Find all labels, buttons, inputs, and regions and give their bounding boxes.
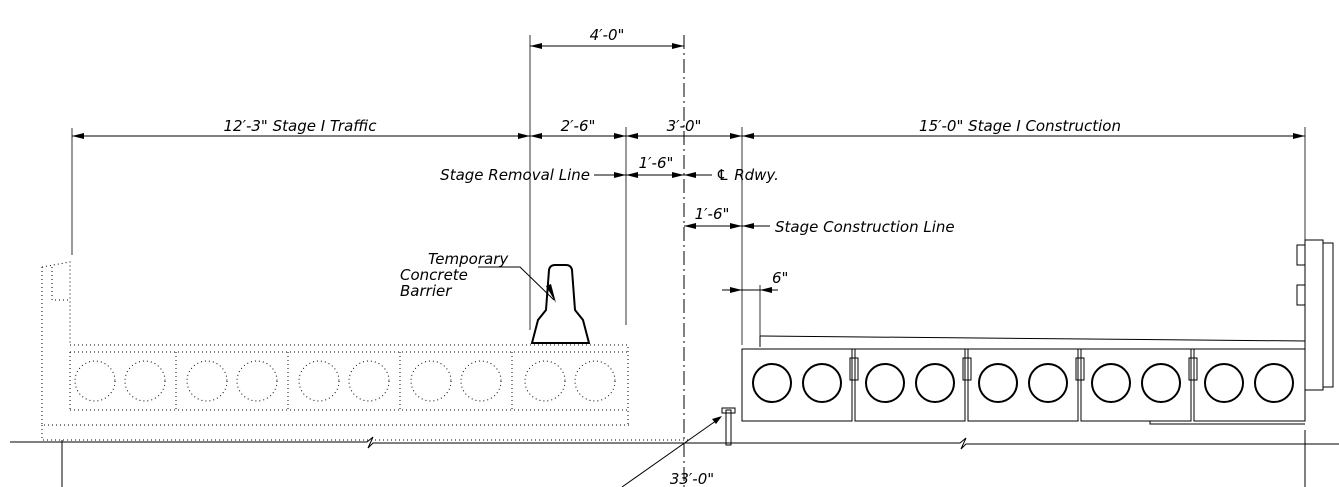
dim-4ft: 4′-0" (590, 26, 625, 44)
beam-line (10, 430, 1339, 487)
temporary-barrier (530, 264, 591, 344)
dimension-lines (71, 35, 1306, 487)
existing-deck-to-remove (41, 261, 690, 441)
barrier-label-3: Barrier (400, 282, 452, 300)
dim-1-6-upper: 1′-6" (639, 154, 674, 172)
dim-2-6: 2′-6" (561, 117, 596, 135)
dim-traffic: 12′-3" Stage I Traffic (223, 117, 377, 135)
new-deck-construction (741, 239, 1334, 425)
stage-construction-label: Stage Construction Line (775, 218, 955, 236)
dim-construction: 15′-0" Stage I Construction (919, 117, 1121, 135)
dim-6in: 6" (772, 269, 788, 287)
barrier-label-1: Temporary (428, 250, 509, 268)
anchor-detail (721, 407, 736, 446)
dim-1-6-lower: 1′-6" (695, 205, 730, 223)
dim-total: 33′-0" (670, 470, 714, 487)
centerline-label: ℄ Rdwy. (716, 166, 779, 184)
stage-removal-label: Stage Removal Line (440, 166, 590, 184)
dim-3-0: 3′-0" (667, 117, 702, 135)
barrier-label-2: Concrete (400, 266, 468, 284)
